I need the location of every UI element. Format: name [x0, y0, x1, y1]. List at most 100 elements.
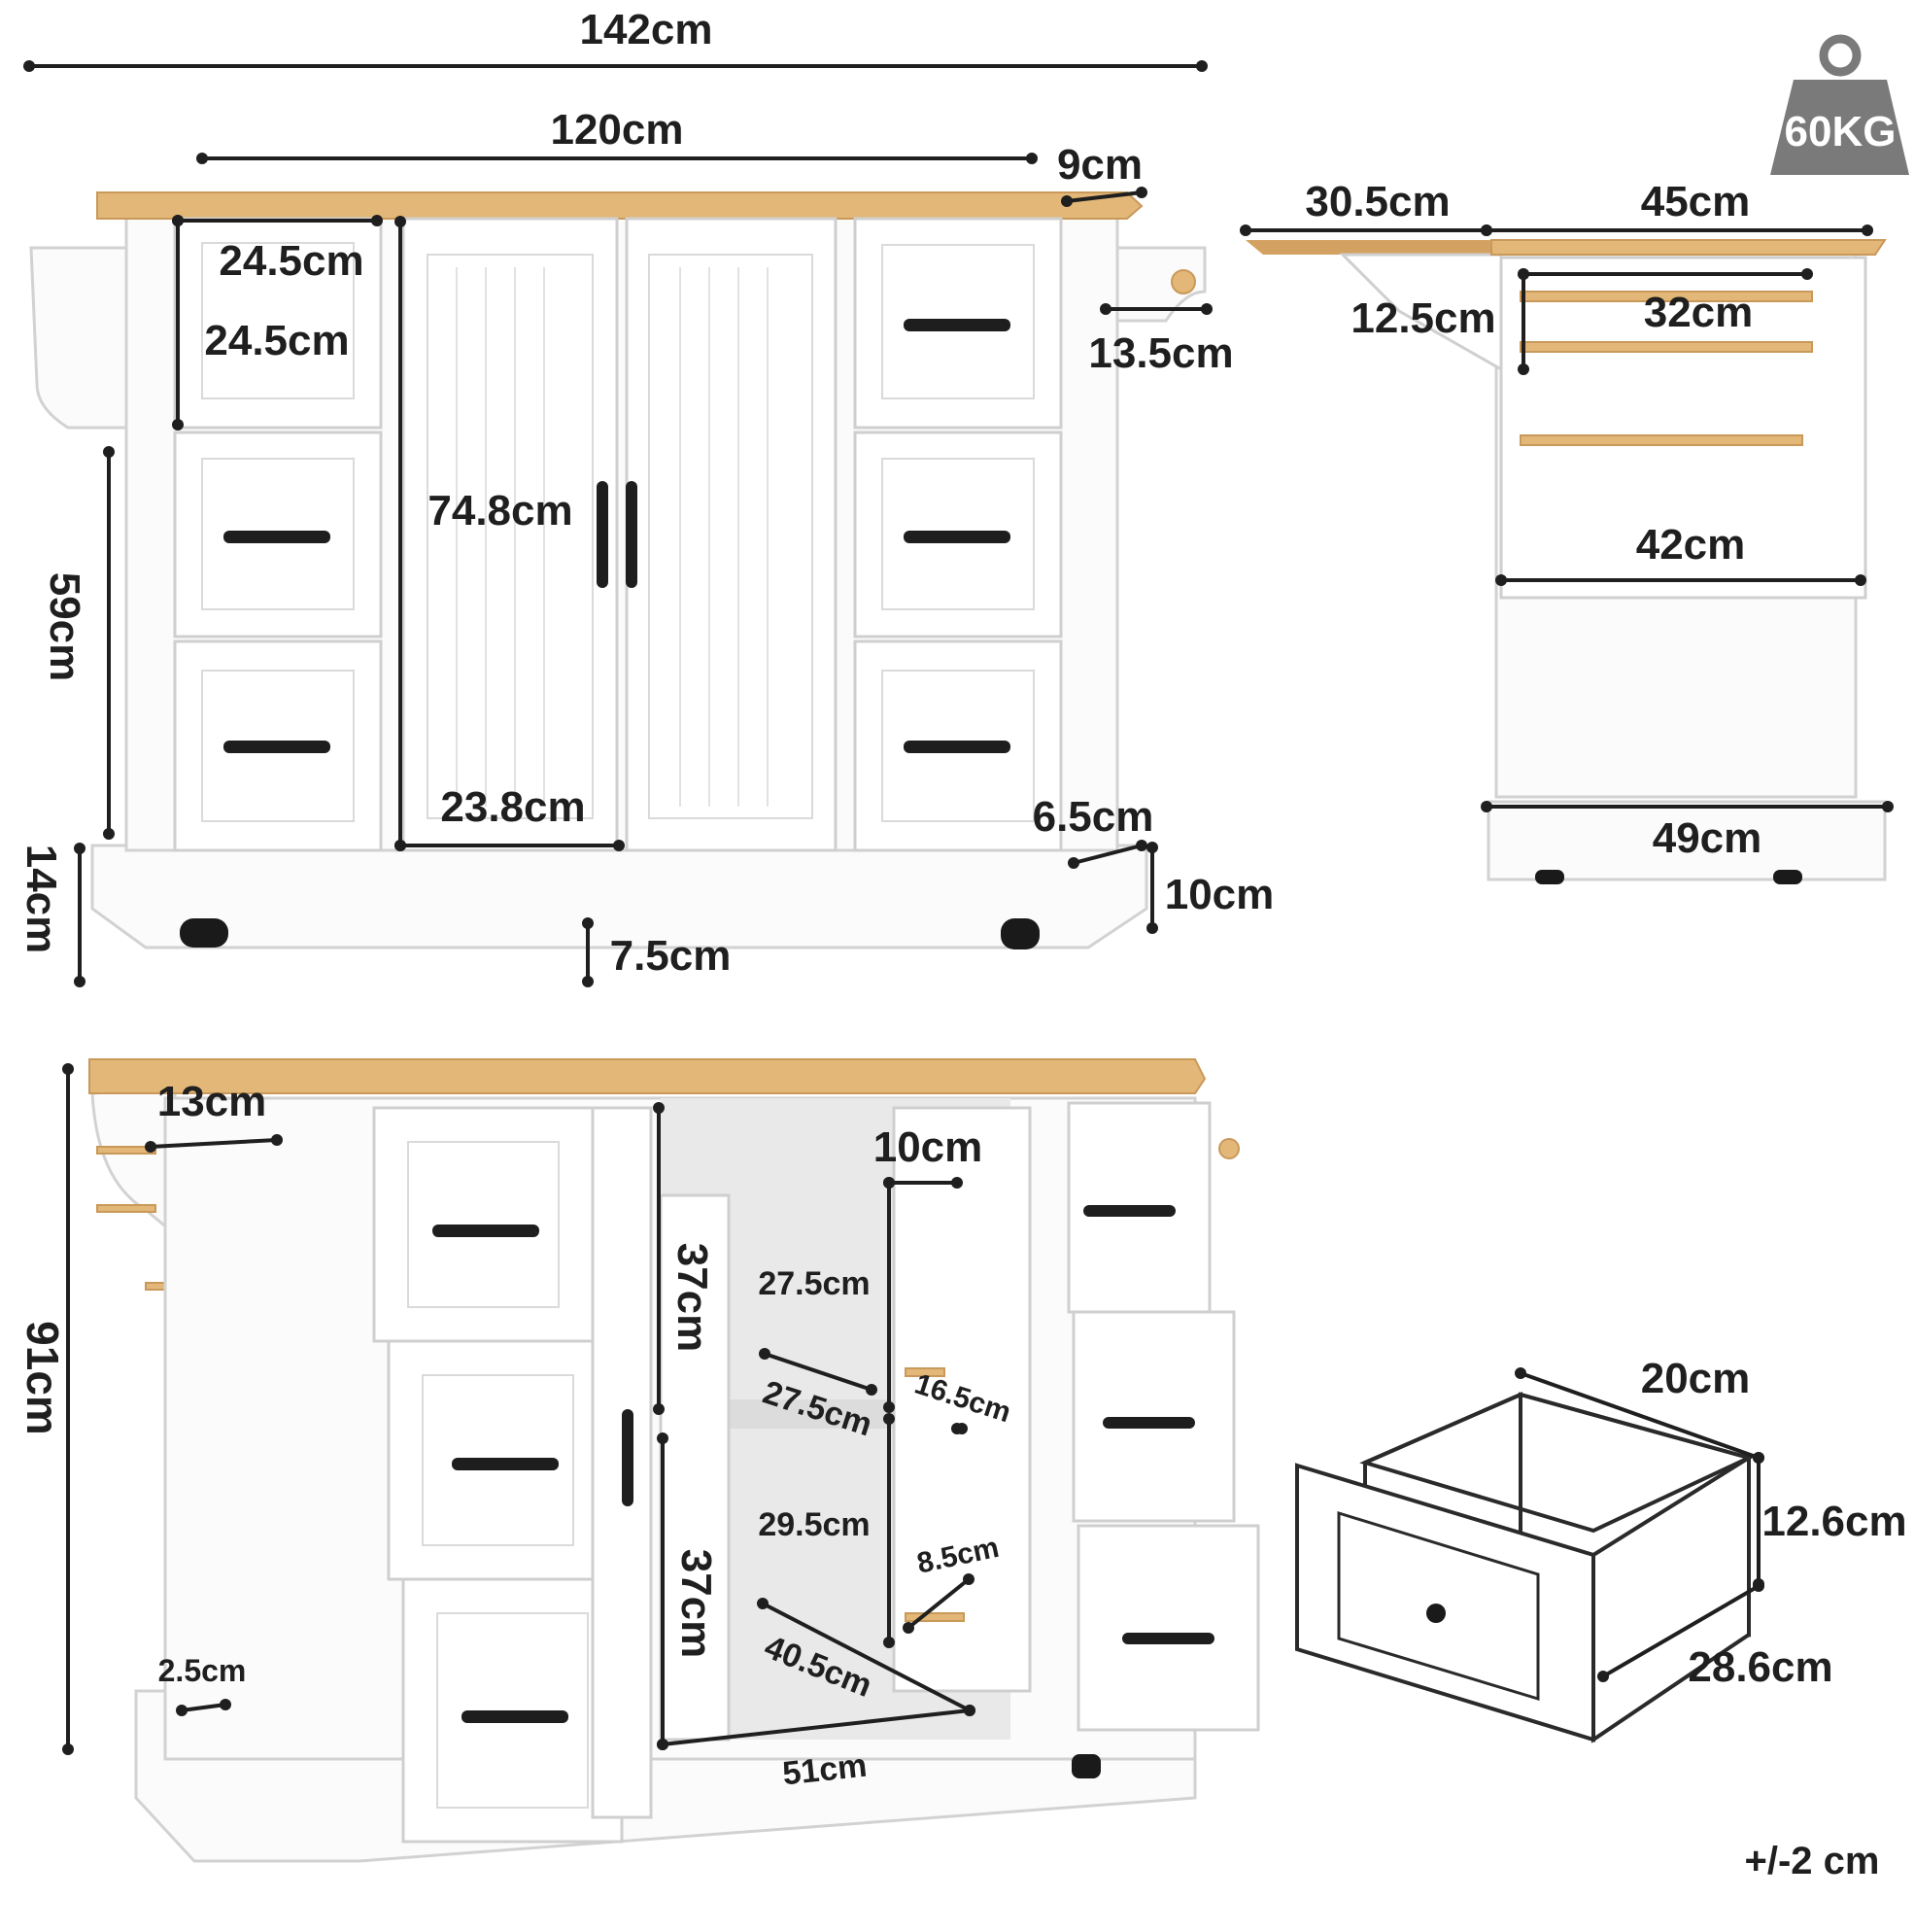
open-view	[88, 1058, 1260, 1863]
dimension-endpoint	[1240, 224, 1251, 236]
dimension-endpoint	[883, 1177, 895, 1189]
dimension-line	[761, 1602, 972, 1712]
dimension-line	[1065, 190, 1144, 203]
dimension-endpoint	[582, 917, 594, 929]
dimension-endpoint	[1481, 801, 1492, 812]
dimension-line	[661, 1708, 972, 1746]
side-rack-bar-2	[1520, 341, 1813, 353]
drop-leaf	[1246, 240, 1496, 255]
dim-corner-cut: 6.5cm	[1033, 793, 1154, 841]
dimension-endpoint	[220, 1699, 231, 1710]
dimension-endpoint	[883, 1413, 895, 1425]
dimension-endpoint	[1515, 1367, 1526, 1379]
dimension-endpoint	[1495, 574, 1507, 586]
dimension-endpoint	[62, 1743, 74, 1755]
side-rack-bar-1	[1520, 291, 1813, 302]
dimension-line	[1519, 1371, 1761, 1460]
dim-door-width: 23.8cm	[440, 783, 585, 831]
door-handle-left	[597, 481, 608, 588]
dimension-endpoint	[657, 1432, 668, 1444]
dimension-endpoint	[956, 1423, 968, 1434]
dimension-endpoint	[1196, 60, 1208, 72]
dimension-endpoint	[1882, 801, 1894, 812]
door-handle-right	[626, 481, 637, 588]
dim-drawer-width: 24.5cm	[219, 237, 363, 285]
dimension-endpoint	[23, 60, 35, 72]
dimension-lines	[23, 60, 1894, 1755]
dimension-endpoint	[1855, 574, 1866, 586]
dim-drawer-height: 24.5cm	[204, 317, 349, 364]
dim-plinth-height: 10cm	[1165, 871, 1275, 918]
left-caster	[180, 918, 228, 948]
side-countertop	[1490, 239, 1887, 256]
dimension-endpoint	[74, 976, 85, 987]
weight-icon	[1770, 34, 1909, 175]
dim-interior-width: 51cm	[781, 1747, 869, 1793]
dim-upper-height: 37cm	[668, 1243, 716, 1353]
dim-ground-clearance: 7.5cm	[610, 932, 732, 980]
dim-bracket: 12.5cm	[1351, 294, 1495, 342]
weight-label: 60KG	[1785, 108, 1897, 155]
dimension-endpoint	[74, 843, 85, 854]
dimension-endpoint	[1068, 857, 1079, 869]
dimension-endpoint	[1753, 1580, 1764, 1592]
dim-lower-width: 29.5cm	[758, 1506, 870, 1543]
dimension-endpoint	[371, 215, 383, 226]
dim-lower-height: 37cm	[672, 1549, 720, 1659]
dim-total-height: 91cm	[17, 1321, 68, 1435]
dimension-endpoint	[1136, 840, 1147, 851]
dimension-endpoint	[271, 1134, 283, 1146]
front-view	[29, 191, 1207, 949]
front-doors	[401, 217, 838, 852]
dimension-endpoint	[1201, 303, 1213, 315]
dimension-line	[906, 1577, 971, 1630]
dim-door-shelf-width: 10cm	[873, 1123, 983, 1171]
dim-door-height: 74.8cm	[427, 487, 572, 535]
dim-drawer-sketch-width: 20cm	[1641, 1355, 1751, 1402]
dimension-line	[1601, 1584, 1761, 1678]
open-right-door	[892, 1106, 1032, 1693]
dimension-endpoint	[964, 1705, 975, 1716]
dimension-endpoint	[196, 153, 208, 164]
dimension-endpoint	[759, 1348, 770, 1360]
dim-shelf-width: 27.5cm	[758, 1265, 870, 1302]
right-caster	[1001, 918, 1040, 949]
left-door-shelf-panel	[659, 1193, 731, 1742]
dimension-endpoint	[1136, 187, 1147, 198]
dimension-endpoint	[613, 840, 625, 851]
dimension-endpoint	[394, 216, 406, 227]
dimension-line	[180, 1703, 227, 1712]
leaf-bracket	[1339, 253, 1503, 372]
right-towel-rack	[1106, 246, 1207, 323]
dimension-endpoint	[1518, 268, 1529, 280]
dim-open-rack-width: 13cm	[157, 1078, 267, 1125]
dimension-endpoint	[176, 1705, 188, 1716]
dimension-endpoint	[1753, 1452, 1764, 1464]
drawer-sketch	[1295, 1391, 1755, 1743]
dim-top-overhang: 9cm	[1057, 141, 1143, 189]
dimension-endpoint	[582, 976, 594, 987]
left-spice-rack	[29, 246, 128, 430]
dimension-endpoint	[657, 1739, 668, 1750]
dimension-line	[149, 1138, 279, 1149]
dimension-endpoint	[653, 1403, 665, 1415]
side-view	[1246, 239, 1887, 884]
dim-rack-depth: 13.5cm	[1088, 329, 1233, 377]
dimension-endpoint	[653, 1102, 665, 1114]
dim-overall-width: 142cm	[579, 6, 712, 53]
dimension-endpoint	[883, 1637, 895, 1648]
dimension-endpoint	[1481, 224, 1492, 236]
open-right-drawer-3	[1077, 1524, 1260, 1732]
dim-base-depth: 49cm	[1653, 814, 1762, 862]
dimension-endpoint	[1801, 268, 1813, 280]
drawer-knob	[1426, 1604, 1446, 1623]
dimension-endpoint	[103, 446, 115, 458]
dimension-endpoint	[172, 419, 184, 431]
dimension-endpoint	[172, 215, 184, 226]
dimension-endpoint	[394, 840, 406, 851]
dim-drawer-sketch-height: 12.6cm	[1761, 1498, 1906, 1545]
dimension-endpoint	[963, 1573, 975, 1585]
dimension-endpoint	[866, 1384, 877, 1396]
open-spice-rack	[90, 1087, 177, 1238]
